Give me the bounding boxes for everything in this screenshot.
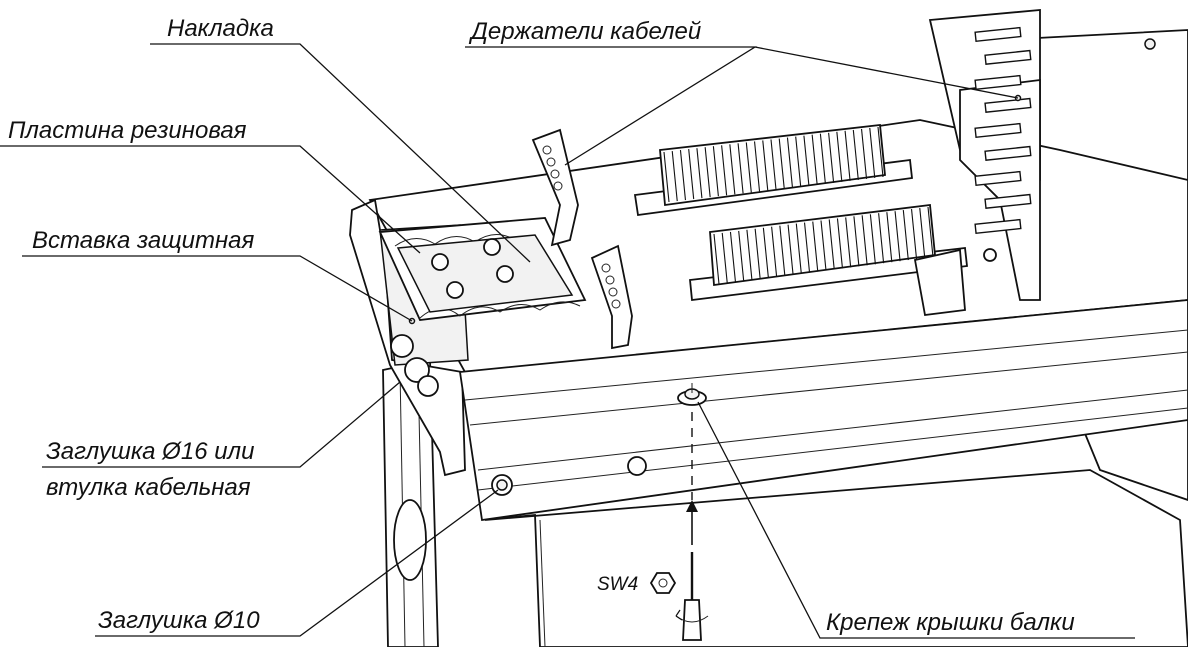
hex-nut-icon bbox=[649, 572, 677, 594]
label-zaglushka10: Заглушка Ø10 bbox=[98, 607, 260, 634]
label-plastina: Пластина резиновая bbox=[8, 117, 247, 144]
screwdriver-icon bbox=[675, 552, 709, 641]
leader-lines bbox=[0, 43, 1135, 639]
cable-holder-2 bbox=[590, 244, 633, 350]
front-hole-center bbox=[627, 456, 647, 476]
inner-bracket bbox=[913, 248, 966, 316]
label-tool-sw4: SW4 bbox=[597, 574, 638, 595]
label-zaglushka16-line2: втулка кабельная bbox=[46, 474, 251, 501]
leader-krepezh bbox=[697, 401, 1135, 639]
leader-plastina bbox=[0, 145, 421, 254]
terminal-block-upper bbox=[659, 124, 886, 207]
install-arrow-head bbox=[686, 500, 698, 512]
lower-frame bbox=[484, 469, 1188, 647]
label-zaglushka16-line1: Заглушка Ø16 или bbox=[46, 438, 254, 465]
panel-screw bbox=[1144, 38, 1156, 50]
pad-nut-1 bbox=[431, 253, 449, 271]
leader-derzhateli-2 bbox=[754, 46, 1019, 99]
label-derzhateli: Держатели кабелей bbox=[468, 18, 701, 45]
beam-assembly-drawing bbox=[349, 9, 1188, 647]
pad-nut-3 bbox=[446, 281, 464, 299]
end-hole-1 bbox=[390, 334, 414, 358]
end-hole-2 bbox=[404, 357, 430, 383]
label-nakladka: Накладка bbox=[167, 15, 274, 42]
leader-zaglushka10 bbox=[95, 489, 499, 637]
end-hole-3 bbox=[417, 375, 439, 397]
plug-10-inner bbox=[496, 479, 508, 491]
leader-zaglushka16 bbox=[42, 381, 401, 468]
label-vstavka: Вставка защитная bbox=[32, 227, 255, 254]
cable-holder-1 bbox=[531, 128, 579, 247]
terminal-block-lower bbox=[709, 203, 936, 287]
leader-vstavka bbox=[22, 255, 413, 322]
label-krepezh: Крепеж крышки балки bbox=[826, 609, 1075, 636]
leader-nakladka bbox=[150, 43, 531, 263]
cable-holder-comb bbox=[928, 9, 1041, 301]
pad-nut-4 bbox=[496, 265, 514, 283]
pad-nut-2 bbox=[483, 238, 501, 256]
post-round-plug bbox=[393, 499, 427, 581]
callout-labels: Накладка Держатели кабелей Пластина рези… bbox=[8, 15, 1075, 636]
